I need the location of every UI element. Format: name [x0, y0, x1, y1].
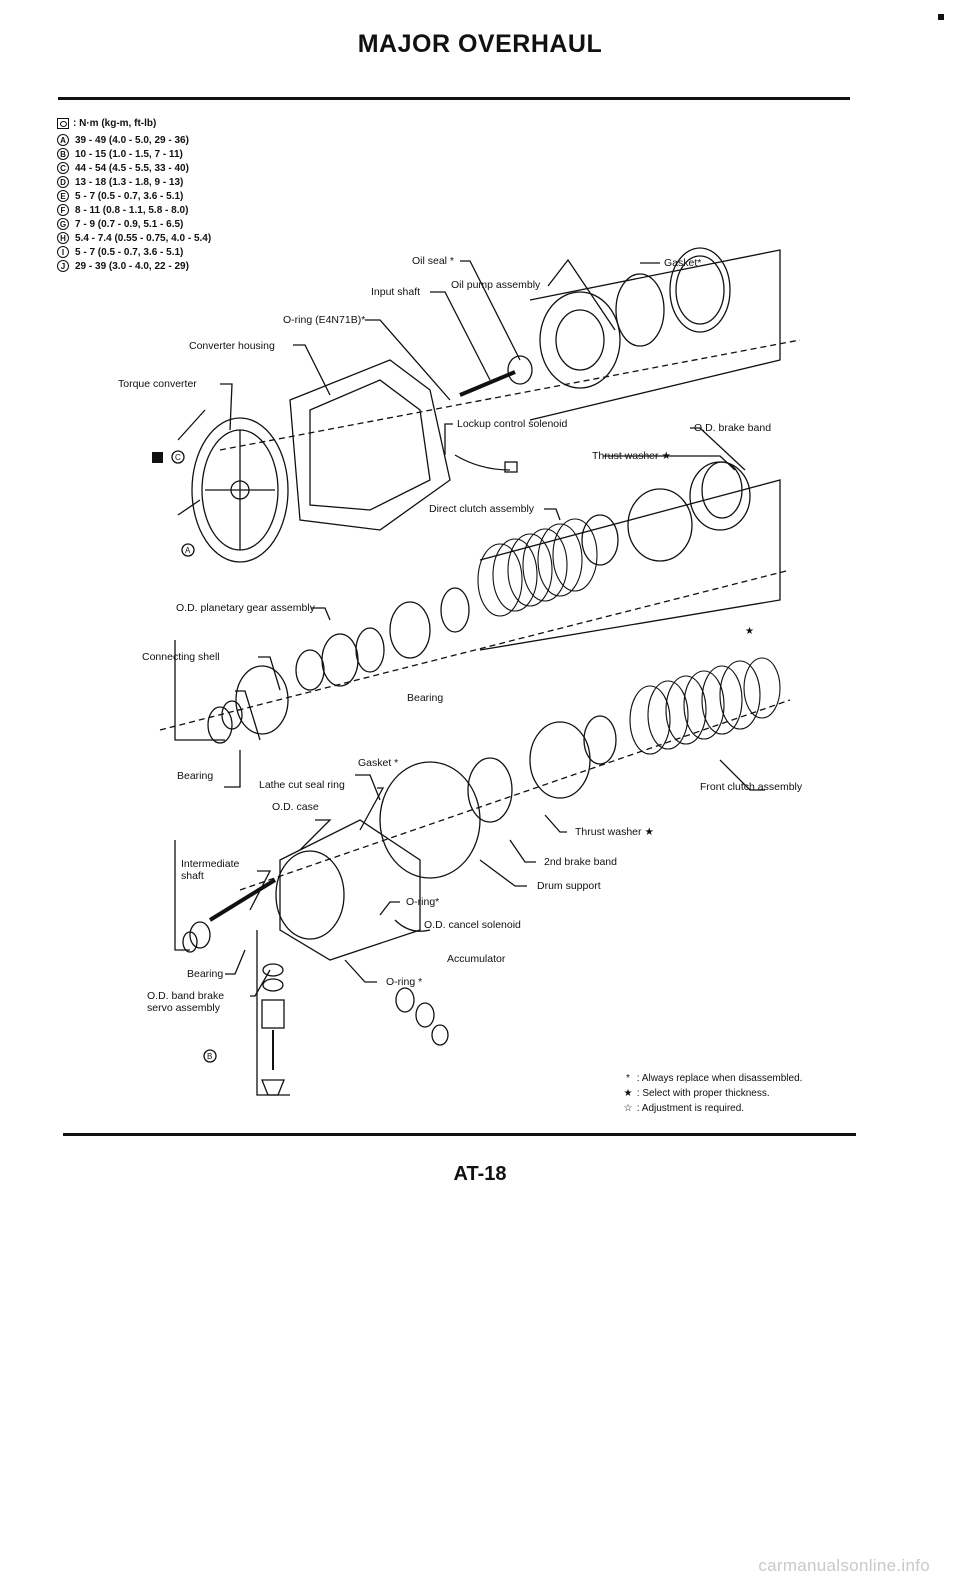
legend-symbol: ★ — [623, 1088, 633, 1099]
circled-letter-icon: E — [57, 190, 69, 203]
torque-spec-c: C 44 - 54 (4.5 - 5.5, 33 - 40) — [57, 162, 211, 176]
label-intermediate-shaft-line2: shaft — [181, 870, 204, 882]
legend-symbol: * — [626, 1073, 630, 1084]
label-drum-support: Drum support — [537, 880, 601, 892]
torque-spec-j: J 29 - 39 (3.0 - 4.0, 22 - 29) — [57, 260, 211, 274]
label-o-ring-lower: O-ring* — [406, 896, 440, 908]
torque-spec-h: H 5.4 - 7.4 (0.55 - 0.75, 4.0 - 5.4) — [57, 232, 211, 246]
label-front-clutch-assembly: Front clutch assembly — [700, 781, 803, 793]
label-thrust-washer-lower: Thrust washer ★ — [575, 826, 654, 838]
label-gasket-top: Gasket* — [664, 257, 702, 269]
label-gasket-lower: Gasket * — [358, 757, 399, 769]
torque-spec-f: F 8 - 11 (0.8 - 1.1, 5.8 - 8.0) — [57, 204, 211, 218]
spec-value: 13 - 18 (1.3 - 1.8, 9 - 13) — [75, 177, 184, 188]
circled-letter-icon: C — [57, 162, 69, 175]
page-title: MAJOR OVERHAUL — [357, 30, 603, 58]
label-od-band-brake-servo-line1: O.D. band brake — [147, 990, 225, 1002]
spec-value: 39 - 49 (4.0 - 5.0, 29 - 36) — [75, 135, 189, 146]
header-rule — [58, 97, 850, 100]
callout-b: B — [207, 1052, 213, 1061]
legend: * : Always replace when disassembled. ★ … — [622, 1071, 803, 1116]
label-accumulator: Accumulator — [447, 953, 506, 965]
torque-spec-e: E 5 - 7 (0.5 - 0.7, 3.6 - 5.1) — [57, 190, 211, 204]
legend-symbol: ☆ — [623, 1103, 633, 1114]
spec-value: 7 - 9 (0.7 - 0.9, 5.1 - 6.5) — [75, 219, 184, 230]
legend-item-adjustment: ☆ : Adjustment is required. — [623, 1103, 745, 1114]
circled-letter-icon: A — [57, 134, 69, 147]
label-converter-housing: Converter housing — [189, 340, 275, 352]
label-oil-seal: Oil seal * — [412, 255, 455, 267]
label-lathe-cut-seal-ring: Lathe cut seal ring — [259, 779, 345, 791]
callout-c: C — [175, 453, 181, 462]
label-bearing-mid: Bearing — [407, 692, 444, 704]
circled-letter-icon: J — [57, 260, 69, 273]
circled-letter-icon: D — [57, 176, 69, 189]
label-bearing-lower: Bearing — [187, 968, 224, 980]
circled-letter-icon: H — [57, 232, 69, 245]
label-o-ring-e4n71b: O-ring (E4N71B)* — [283, 314, 366, 326]
legend-item-select-thickness: ★ : Select with proper thickness. — [623, 1088, 770, 1099]
legend-text: Always replace when disassembled. — [641, 1073, 803, 1084]
spec-value: 5.4 - 7.4 (0.55 - 0.75, 4.0 - 5.4) — [75, 233, 212, 244]
label-torque-converter: Torque converter — [118, 378, 197, 390]
circled-letter-icon: F — [57, 204, 69, 217]
torque-spec-a: A 39 - 49 (4.0 - 5.0, 29 - 36) — [57, 134, 211, 148]
label-connecting-shell: Connecting shell — [142, 651, 220, 663]
page-number: AT-18 — [453, 1163, 507, 1185]
torque-wrench-icon — [57, 117, 69, 129]
callout-a: A — [185, 546, 191, 555]
label-bearing-left: Bearing — [177, 770, 214, 782]
legend-text: Select with proper thickness. — [642, 1088, 770, 1099]
corner-mark — [938, 14, 944, 20]
torque-spec-b: B 10 - 15 (1.0 - 1.5, 7 - 11) — [57, 148, 211, 162]
label-input-shaft: Input shaft — [371, 286, 421, 298]
spec-value: 5 - 7 (0.5 - 0.7, 3.6 - 5.1) — [75, 191, 184, 202]
label-od-case: O.D. case — [272, 801, 319, 813]
label-o-ring-bottom: O-ring * — [386, 976, 423, 988]
label-od-band-brake-servo-line2: servo assembly — [147, 1002, 220, 1014]
spec-value: 5 - 7 (0.5 - 0.7, 3.6 - 5.1) — [75, 247, 184, 258]
torque-unit-text: : N·m (kg-m, ft-lb) — [73, 118, 157, 129]
spec-value: 8 - 11 (0.8 - 1.1, 5.8 - 8.0) — [75, 205, 189, 216]
circled-letter-icon: B — [57, 148, 69, 161]
label-intermediate-shaft-line1: Intermediate — [181, 858, 240, 870]
label-oil-pump-assembly: Oil pump assembly — [451, 279, 541, 291]
watermark: carmanualsonline.info — [758, 1556, 930, 1575]
label-direct-clutch-assembly: Direct clutch assembly — [429, 503, 535, 515]
circled-letter-icon: G — [57, 218, 69, 231]
spec-value: 10 - 15 (1.0 - 1.5, 7 - 11) — [75, 149, 183, 160]
label-od-brake-band: O.D. brake band — [694, 422, 772, 434]
footer-rule — [63, 1133, 856, 1136]
torque-spec-d: D 13 - 18 (1.3 - 1.8, 9 - 13) — [57, 176, 211, 190]
torque-spec-g: G 7 - 9 (0.7 - 0.9, 5.1 - 6.5) — [57, 218, 211, 232]
legend-text: Adjustment is required. — [641, 1103, 745, 1114]
spec-value: 29 - 39 (3.0 - 4.0, 22 - 29) — [75, 261, 189, 272]
torque-spec-i: I 5 - 7 (0.5 - 0.7, 3.6 - 5.1) — [57, 246, 211, 260]
label-od-planetary-gear-assembly: O.D. planetary gear assembly — [176, 602, 315, 614]
label-2nd-brake-band: 2nd brake band — [544, 856, 617, 868]
spec-value: 44 - 54 (4.5 - 5.5, 33 - 40) — [75, 163, 189, 174]
legend-item-always-replace: * : Always replace when disassembled. — [622, 1071, 802, 1086]
label-lockup-control-solenoid: Lockup control solenoid — [457, 418, 568, 430]
label-od-cancel-solenoid: O.D. cancel solenoid — [424, 919, 521, 931]
torque-spec-list: A 39 - 49 (4.0 - 5.0, 29 - 36) B 10 - 15 (… — [57, 134, 211, 274]
callout-star: ★ — [745, 626, 754, 637]
torque-unit-line: : N·m (kg-m, ft-lb) — [57, 117, 156, 131]
label-thrust-washer-top: Thrust washer ★ — [592, 450, 671, 462]
circled-letter-icon: I — [57, 246, 69, 259]
